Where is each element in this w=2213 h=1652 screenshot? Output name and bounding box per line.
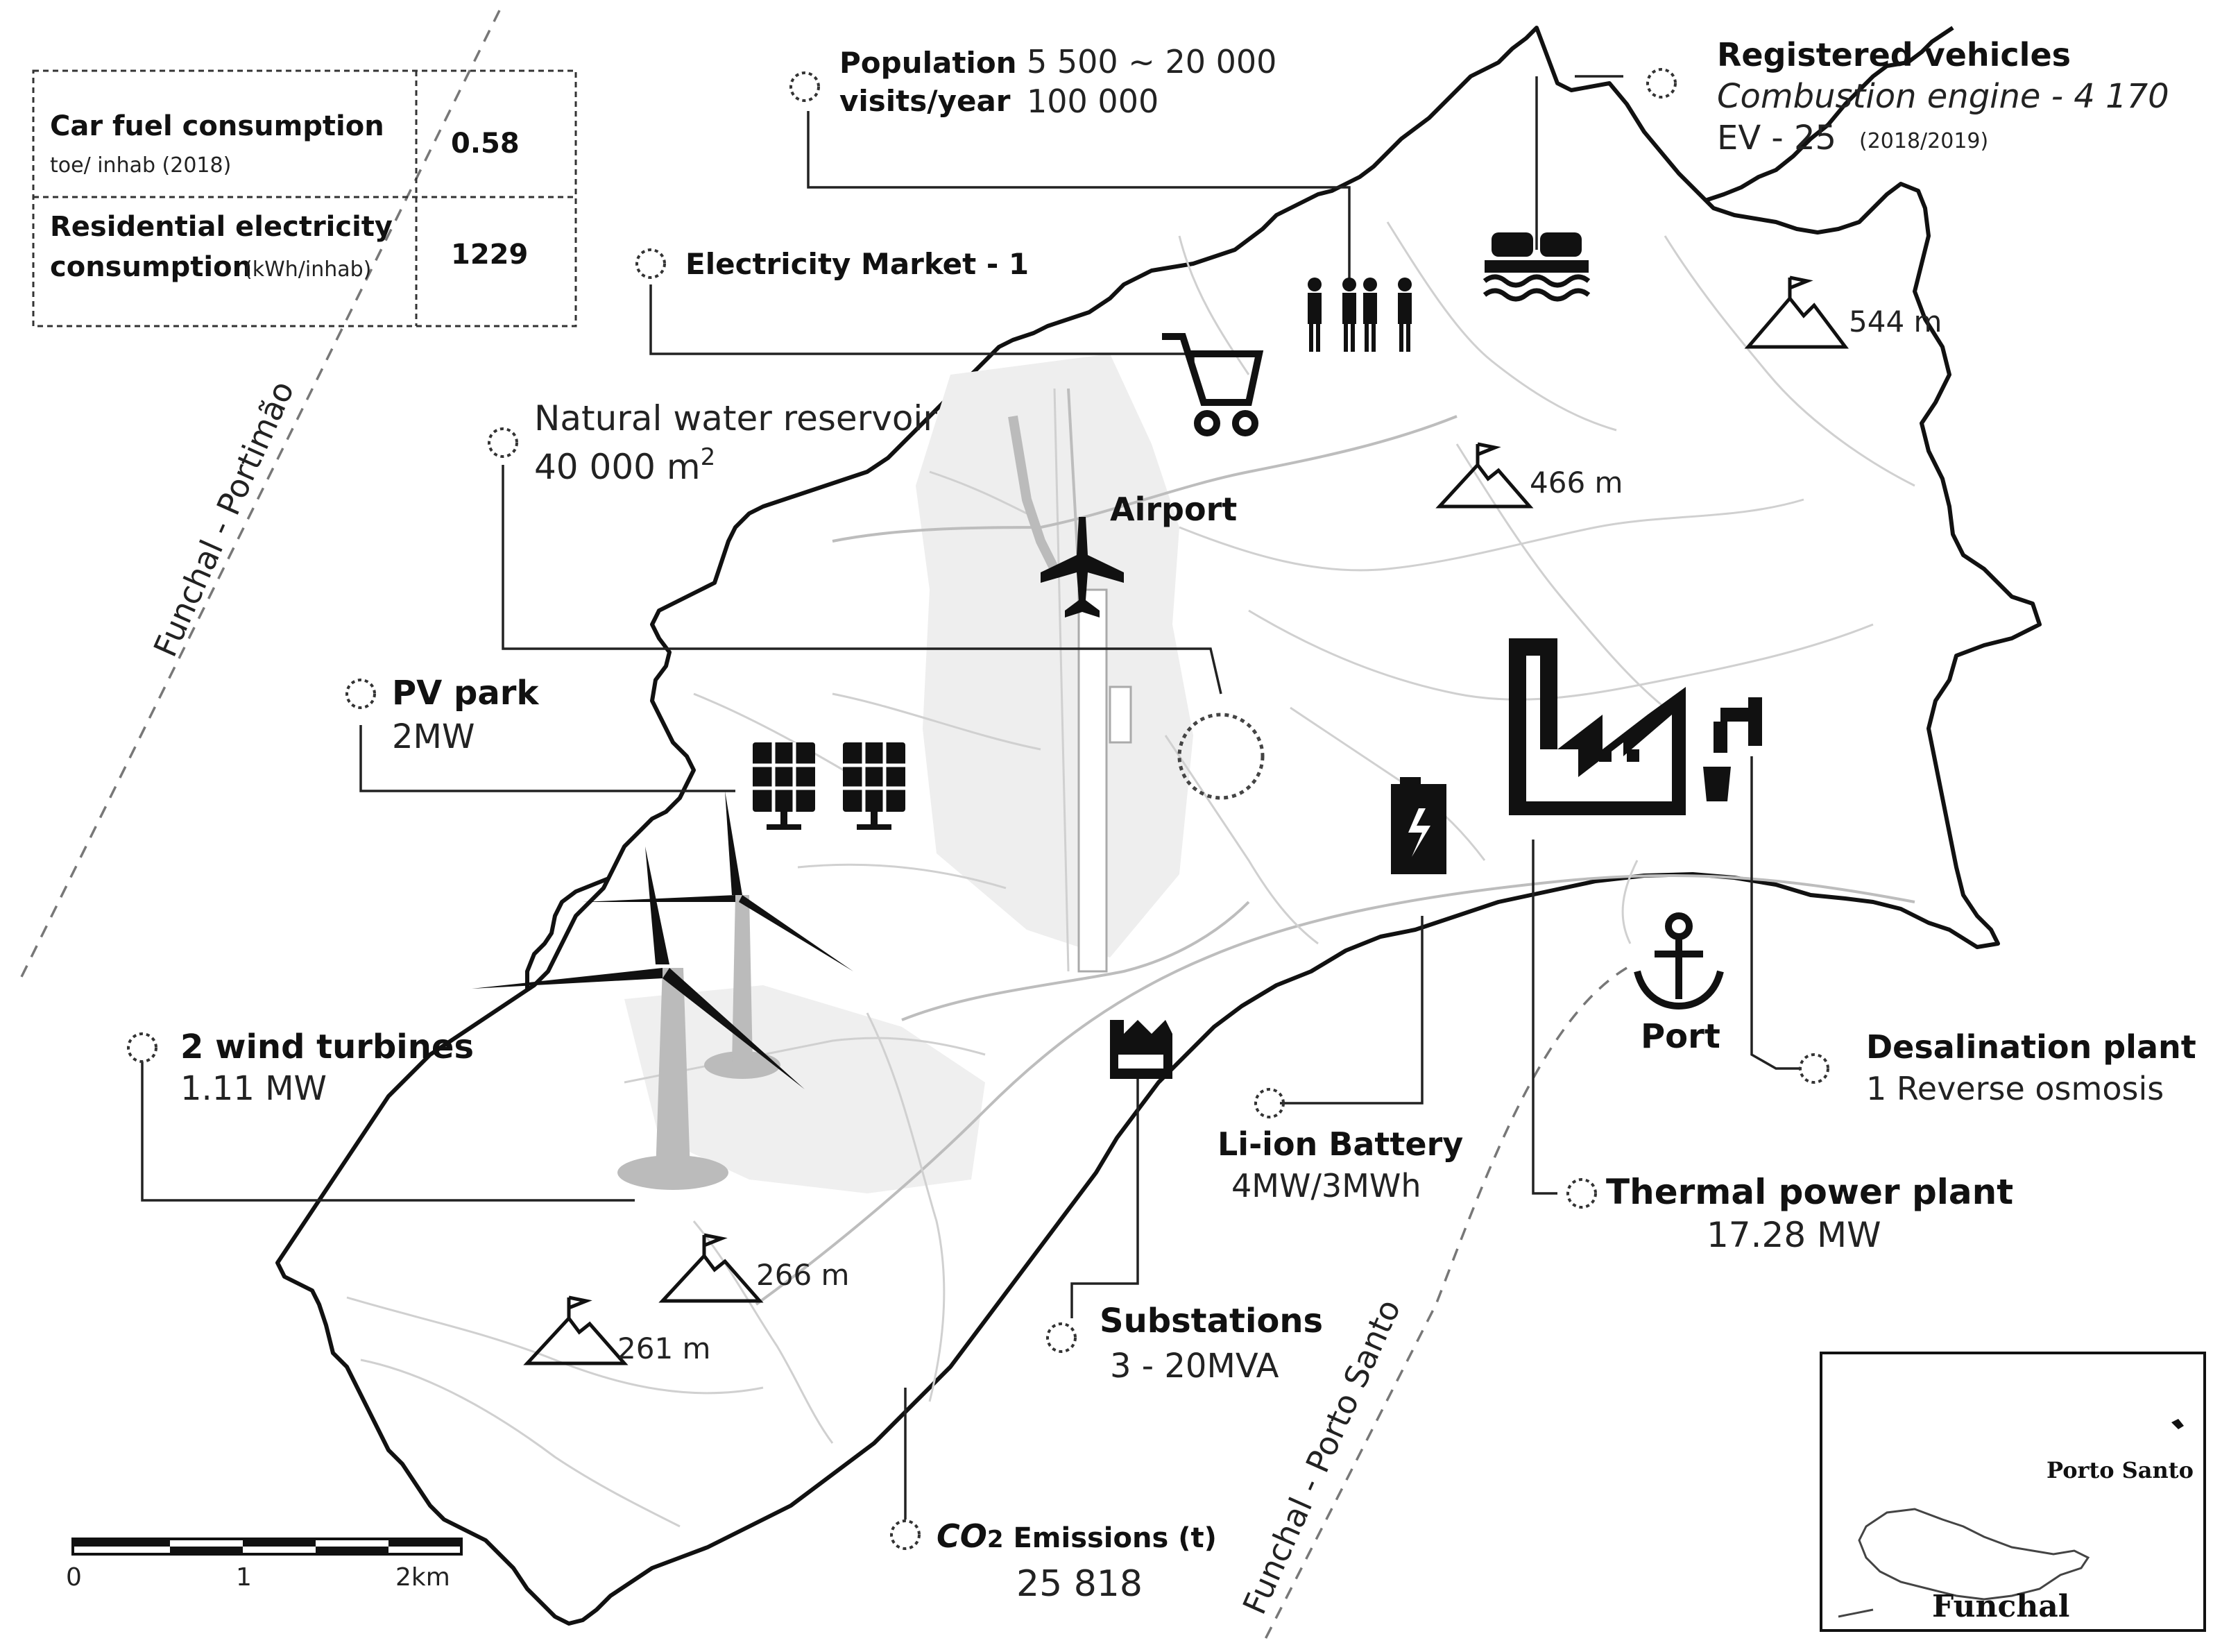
scale-tick-0: 0	[66, 1563, 82, 1592]
pin-pv-park	[345, 679, 376, 709]
vehicles-annotation: Registered vehicles Combustion engine - …	[1717, 36, 2169, 157]
population-value-2: 100 000	[1027, 83, 1159, 120]
vehicles-note: (2018/2019)	[1859, 129, 1988, 153]
substation-icon	[1110, 1020, 1172, 1079]
faucet-icon	[1703, 697, 1762, 801]
anchor-icon	[1634, 912, 1724, 1010]
scale-bar: 0 1 2km	[66, 1538, 463, 1592]
factory-icon	[1509, 638, 1686, 815]
substations-value: 3 - 20MVA	[1110, 1347, 1279, 1386]
ferry-label-porto-santo: Funchal - Porto Santo	[1236, 1294, 1408, 1620]
pv-park-annotation: PV park 2MW	[392, 674, 539, 756]
population-value-1: 5 500 ~ 20 000	[1027, 43, 1276, 80]
port-label: Port	[1641, 1017, 1720, 1056]
airport-label: Airport	[1110, 491, 1237, 528]
pin-desalination	[1799, 1053, 1829, 1084]
wind-value: 1.11 MW	[180, 1069, 327, 1108]
vehicles-title: Registered vehicles	[1717, 36, 2071, 74]
population-title-1: Population	[839, 46, 1017, 80]
inset-label-porto-santo: Porto Santo	[2047, 1457, 2194, 1483]
desalination-value: 1 Reverse osmosis	[1866, 1070, 2164, 1107]
vehicles-line-2: EV - 25	[1717, 119, 1836, 157]
pin-substations	[1046, 1322, 1077, 1353]
electricity-market-label: Electricity Market - 1	[685, 247, 1029, 281]
scale-tick-1: 1	[236, 1563, 252, 1592]
pin-electricity-market	[635, 248, 666, 279]
airport-area-shading	[916, 354, 1193, 957]
airplane-icon	[1041, 517, 1124, 618]
battery-title: Li-ion Battery	[1217, 1125, 1463, 1163]
annotation-pins	[127, 68, 1829, 1550]
solar-panel-icon	[753, 742, 905, 830]
inset-locator-map: Porto Santo Funchal	[1820, 1352, 2206, 1632]
inset-madeira-outline	[1858, 1508, 2090, 1601]
water-reservoir-annotation: Natural water reservoir 40 000 m2	[534, 398, 937, 487]
thermal-annotation: Thermal power plant 17.28 MW	[1606, 1172, 2013, 1255]
pv-park-value: 2MW	[392, 717, 475, 756]
pin-vehicles	[1646, 68, 1677, 99]
vehicles-line-1: Combustion engine - 4 170	[1717, 77, 2169, 116]
co2-title-sub: 2	[987, 1526, 1004, 1553]
population-annotation: Population visits/year 5 500 ~ 20 000 10…	[839, 43, 1276, 120]
peak-elevation-544: 544 m	[1849, 305, 1942, 339]
co2-title: CO2 Emissions (t)	[937, 1517, 1217, 1555]
table-row-1-value: 0.58	[451, 128, 520, 160]
pin-battery	[1254, 1088, 1285, 1118]
airport-runway	[1008, 415, 1132, 973]
wind-turbine-icon	[472, 791, 853, 1190]
battery-annotation: Li-ion Battery 4MW/3MWh	[1217, 1125, 1463, 1204]
ferry-route-portimao	[16, 10, 501, 986]
co2-title-prefix: CO	[937, 1517, 987, 1555]
car-ferry-icon	[1483, 232, 1591, 302]
water-reservoir-value: 40 000 m2	[534, 443, 715, 487]
water-reservoir-title: Natural water reservoir	[534, 398, 937, 438]
pin-thermal	[1566, 1178, 1597, 1209]
co2-title-suffix: Emissions (t)	[1004, 1522, 1217, 1554]
table-row-2-value: 1229	[451, 239, 528, 271]
water-reservoir-value-main: 40 000 m	[534, 447, 701, 487]
summary-table: Car fuel consumption toe/ inhab (2018) 0…	[32, 69, 577, 327]
mountain-peak-icons	[523, 275, 1849, 1365]
battery-icon	[1391, 777, 1446, 874]
ferry-label-portimao: Funchal - Portimão	[146, 375, 302, 663]
road-network	[346, 221, 1915, 1528]
substations-title: Substations	[1100, 1302, 1323, 1340]
co2-value: 25 818	[1016, 1563, 1143, 1605]
table-row-2-sublabel: (kWh/inhab)	[244, 257, 371, 282]
co2-annotation: CO2 Emissions (t) 25 818	[937, 1517, 1217, 1605]
pin-wind	[127, 1032, 157, 1063]
pin-population	[789, 71, 820, 102]
table-row-2-label: Residential electricity	[50, 211, 393, 243]
pin-co2	[890, 1519, 921, 1550]
reservoir-marker	[1177, 713, 1265, 800]
thermal-title: Thermal power plant	[1606, 1172, 2013, 1212]
inset-label-funchal: Funchal	[1932, 1589, 2069, 1624]
substations-annotation: Substations 3 - 20MVA	[1100, 1302, 1323, 1386]
wind-title: 2 wind turbines	[180, 1028, 474, 1066]
pin-water-reservoir	[488, 427, 518, 458]
thermal-value: 17.28 MW	[1707, 1215, 1881, 1255]
population-people-icon	[1308, 278, 1412, 352]
pv-park-title: PV park	[392, 674, 539, 713]
desalination-title: Desalination plant	[1866, 1028, 2196, 1066]
table-row-1-sublabel: toe/ inhab (2018)	[50, 153, 231, 178]
scale-tick-2: 2km	[395, 1563, 450, 1592]
wind-annotation: 2 wind turbines 1.11 MW	[180, 1028, 474, 1108]
shopping-cart-icon	[1162, 333, 1264, 436]
table-row-2-label-2: consumption	[50, 251, 252, 283]
peak-elevation-261: 261 m	[617, 1331, 710, 1365]
desalination-annotation: Desalination plant 1 Reverse osmosis	[1866, 1028, 2196, 1107]
peak-elevation-466: 466 m	[1530, 466, 1623, 500]
ferry-route-porto-santo	[1261, 966, 1627, 1645]
population-title-2: visits/year	[839, 84, 1011, 118]
water-reservoir-value-sup: 2	[701, 443, 716, 471]
table-row-1-label: Car fuel consumption	[50, 110, 384, 142]
peak-elevation-266: 266 m	[756, 1258, 849, 1292]
battery-value: 4MW/3MWh	[1231, 1167, 1421, 1204]
